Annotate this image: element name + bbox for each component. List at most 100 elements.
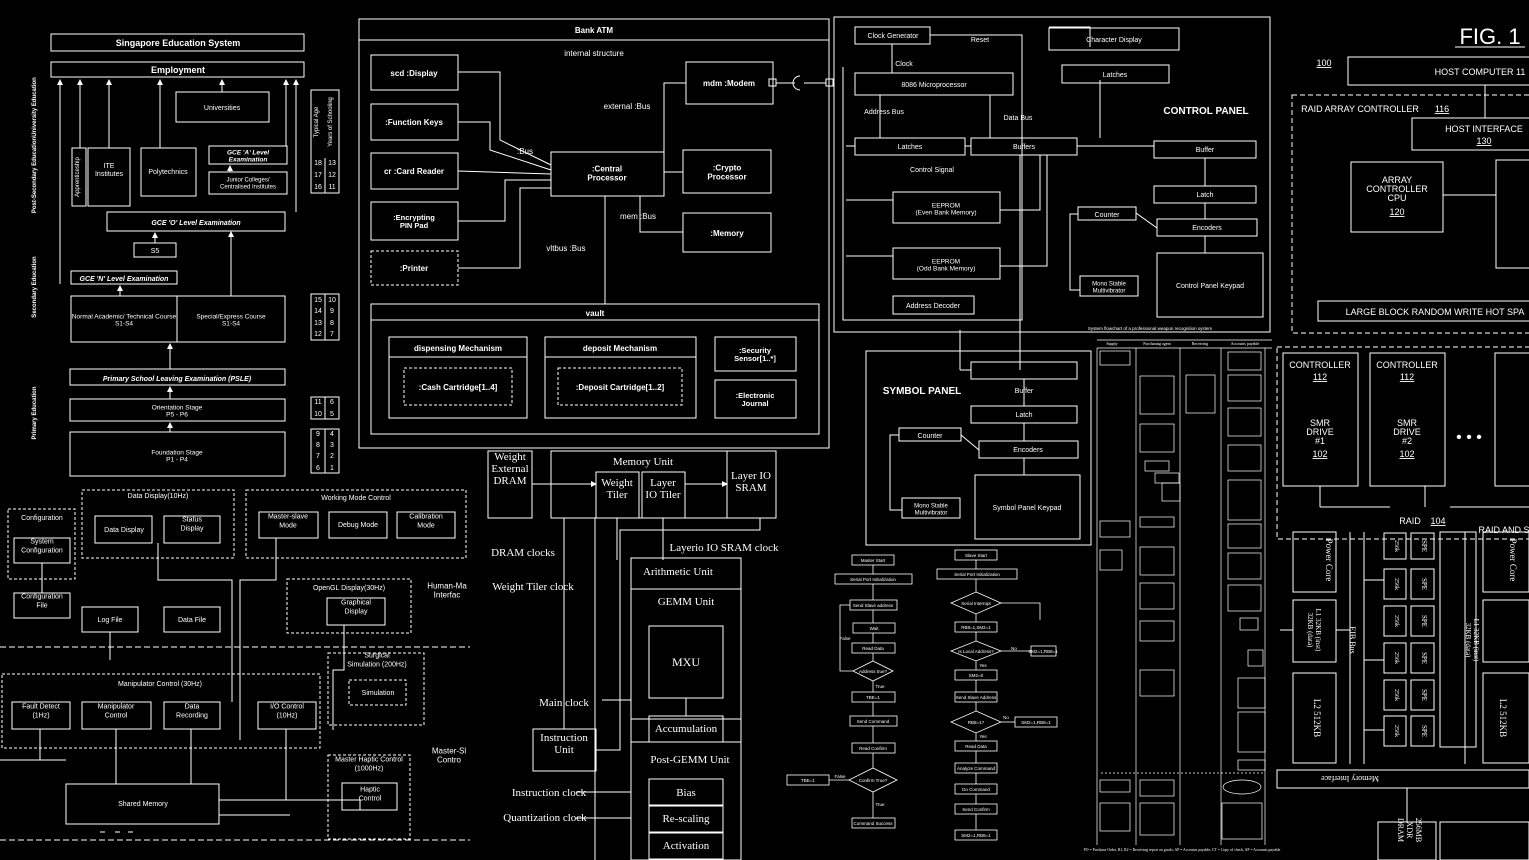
sp-title: SYMBOL PANEL	[883, 386, 962, 397]
cp-clock: Clock	[895, 61, 913, 68]
atm-vault: vault	[586, 309, 605, 318]
swim-footer: PO = Purchase Order, R1, R2 = Receiving …	[1084, 848, 1281, 853]
cell-xdr: 256MBXDRDRAM	[1396, 818, 1423, 842]
cell-l2-2: L2 512KB	[1498, 699, 1508, 737]
cell-local-1: 256k	[1393, 540, 1399, 552]
atm-internal: internal structure	[564, 49, 624, 58]
cp-addr-decoder: Address Decoder	[906, 303, 961, 310]
atm-cash: :Cash Cartridge[1..4]	[419, 383, 498, 392]
age-table-years-12: 1	[330, 465, 334, 472]
fc-serial-interrupt: Serial Interrupt	[961, 601, 991, 606]
tpu-gemm: GEMM Unit	[658, 596, 715, 608]
fc-yes: Yes	[979, 663, 987, 668]
age-table-years-2: 11	[328, 184, 335, 191]
raid-raid-ref: 104	[1430, 516, 1445, 526]
cp-control-signal: Control Signal	[910, 167, 954, 174]
atm-diagram	[358, 18, 834, 449]
swimlane-diagram	[1096, 339, 1272, 845]
age-table-age-9: 9	[316, 431, 320, 438]
cp-latches2: Latches	[1103, 72, 1128, 79]
flowchart-diagram	[786, 549, 1058, 841]
atm-mem-bus: mem :Bus	[620, 212, 656, 221]
rb-data-file: Data File	[178, 617, 206, 624]
raid-ctrl-2: CONTROLLER	[1376, 360, 1438, 370]
cp-data-bus: Data Bus	[1004, 115, 1033, 122]
fc-s-serial: Serial Port Initialization	[954, 572, 1000, 577]
atm-deposit-cart: :Deposit Cartridge[1..2]	[576, 383, 665, 392]
cp-clock-gen: Clock Generator	[868, 33, 920, 40]
edu-psle: Primary School Leaving Examination (PSLE…	[103, 376, 252, 383]
cell-eib: EIB Bus	[1348, 626, 1357, 653]
tpu-memory-unit: Memory Unit	[613, 456, 673, 468]
age-table-years-6: 7	[330, 331, 334, 338]
fc-send-slave-addr: Send Slave Address	[956, 695, 997, 700]
age-table-age-10: 8	[316, 442, 320, 449]
fc-yes2: Yes	[979, 734, 987, 739]
edu-gce-o: GCE 'O' Level Examination	[151, 220, 240, 227]
edu-apprenticeship: Apprenticeship	[75, 156, 81, 196]
raid-smr-ref-2: 102	[1399, 449, 1414, 459]
edu-junior: Junior Colleges/Centralised Institutes	[220, 178, 276, 191]
tpu-bias: Bias	[676, 787, 696, 799]
cp-encoders: Encoders	[1192, 225, 1222, 232]
cp-eeprom-even: EEPROM(Even Bank Memory)	[915, 202, 976, 216]
cp-micro: 8086 Microprocessor	[901, 82, 967, 89]
age-table-age-8: 10	[314, 411, 322, 418]
age-table-years-8: 5	[330, 411, 334, 418]
cell-power-core: Power Core	[1324, 539, 1334, 582]
raid-controller-ref: 116	[1435, 104, 1449, 114]
atm-labels: Bank ATM internal structure scd :Display…	[384, 26, 776, 408]
fc-is0: SM2=1,RB8=1	[1028, 649, 1058, 654]
fc-rb8: RB8=1,SM2=1	[961, 625, 991, 630]
age-table-years-10: 3	[330, 442, 334, 449]
sp-buffer: Buffer	[1015, 388, 1034, 395]
cp-counter: Counter	[1095, 212, 1121, 219]
age-table-years-3: 10	[328, 297, 336, 304]
tpu-weight-clock: Weight Tiler clock	[492, 581, 574, 593]
age-table-age-2: 16	[314, 184, 322, 191]
raid-raid: RAID	[1399, 516, 1421, 526]
age-table-age-12: 6	[316, 465, 320, 472]
age-table-years-9: 4	[330, 431, 334, 438]
atm-ext-bus: external :Bus	[604, 102, 651, 111]
cp-latches: Latches	[898, 144, 923, 151]
tpu-main-clock: Main clock	[539, 697, 589, 709]
swimlane-labels: Supply Purchasing agent Receiving Accoun…	[1084, 341, 1281, 853]
rb-log-file: Log File	[98, 617, 123, 624]
cell-local-6: 256k	[1393, 725, 1399, 737]
fc-slave-start: Slave Start	[965, 553, 988, 558]
sp-latch: Latch	[1015, 412, 1032, 419]
tpu-layerio-clock: Layerio IO SRAM clock	[669, 542, 779, 554]
fc-is-local: Is Local Address?	[958, 649, 994, 654]
rb-haptic-grp: Master Haptic Control(1000Hz)	[335, 757, 403, 773]
fc-serial-init: Serial Port Initialization	[850, 577, 896, 582]
age-table-age-3: 15	[314, 297, 322, 304]
edu-side-primary: Primary Education	[32, 386, 38, 439]
rb-simulation: Simulation	[362, 690, 395, 697]
tpu-diagram	[487, 450, 777, 860]
atm-function-keys: :Function Keys	[385, 118, 443, 127]
rb-working-mode: Working Mode Control	[321, 495, 391, 502]
fc-execute: Do Command	[962, 787, 990, 792]
edu-gce-n: GCE 'N' Level Examination	[80, 276, 169, 283]
atm-title: Bank ATM	[575, 26, 614, 35]
tpu-quant-clock: Quantization clock	[503, 812, 587, 824]
robot-diagram	[0, 489, 470, 841]
raid-ellipsis: • • •	[1456, 429, 1482, 446]
